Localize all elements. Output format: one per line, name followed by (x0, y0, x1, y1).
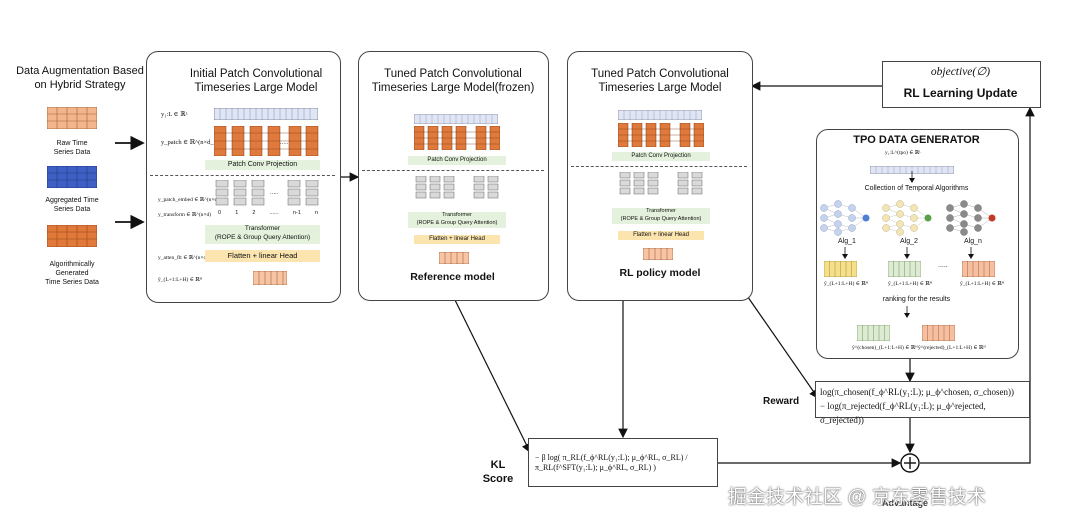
svg-text:.....: ..... (280, 140, 289, 146)
alg1-network-icon (820, 200, 870, 236)
reward-line1: log(π_chosen(f_ϕ^RL(y₁:L); μ_ϕ^chosen, σ… (820, 387, 1014, 397)
alg2-network-icon (882, 200, 932, 236)
alg2-output-strip (887, 260, 922, 278)
policy-patch-conv: Patch Conv Projection (612, 152, 710, 161)
alg1-output-strip (823, 260, 858, 278)
advantage-label: Advantage (882, 498, 929, 508)
policy-output-strip (642, 247, 674, 261)
input-series-strip (214, 108, 318, 120)
ranking-label: ranking for the results (882, 296, 951, 303)
objective-formula: objective(∅) (930, 66, 991, 78)
ref-input-strip (413, 111, 499, 125)
y-patch-label: y_patch ∈ ℝ^(n×d_p) (161, 139, 220, 146)
patch-blocks: ..... (213, 125, 320, 157)
algn-output-label: ŷ_(L+1:L+H) ∈ ℝᴴ (960, 281, 1005, 287)
kl-formula: − β log( π_RL(f_ϕ^RL(y₁:L); μ_ϕ^RL, σ_RL… (535, 452, 688, 472)
tpo-input-strip (869, 161, 955, 175)
ref-patch-conv: Patch Conv Projection (408, 156, 506, 165)
y-patch-embed-label: y_patch_embed ∈ ℝ^(n×d_m) (158, 197, 227, 203)
kl-formula-box: − β log( π_RL(f_ϕ^RL(y₁:L); μ_ϕ^RL, σ_RL… (528, 438, 718, 487)
watermark: 掘金技术社区 @ 京东零售技术 (728, 487, 986, 508)
algn-down-arrow (968, 247, 974, 259)
y-atten-label: y_atten_flt ∈ ℝ^(n×d_m) (158, 255, 216, 261)
output-forecast-strip (252, 270, 288, 286)
chosen-label: ŷ^(chosen)_(L+1:L+H) ∈ ℝᴴ (852, 345, 918, 351)
policy-transformer: Transformer(ROPE & Group Query Attention… (612, 208, 710, 224)
ref-output-strip (438, 251, 470, 265)
objective-box (882, 61, 1041, 108)
generated-data-grid (46, 224, 98, 248)
alg2-down-arrow (904, 247, 910, 259)
raw-data-grid (46, 106, 98, 130)
tpo-collection-label: Collection of Temporal Algorithms (864, 185, 969, 192)
chosen-output-strip (856, 324, 891, 342)
aug-title-line1: Data Augmentation Based (16, 65, 144, 77)
arrow-sum-to-objective (920, 106, 1035, 464)
ref-flatten: Flatten + linear Head (414, 235, 500, 244)
reward-line2: − log(π_rejected(f_ϕ^RL(y₁:L); μ_ϕ^rejec… (820, 401, 986, 425)
policy-divider (571, 166, 747, 167)
alg1-label: Alg_1 (838, 238, 856, 245)
policy-patch-blocks (617, 122, 705, 148)
policy-token-columns (618, 171, 708, 202)
y-transform-label: y_transform ∈ ℝ^(n×d) (158, 212, 212, 218)
algn-network-icon (946, 200, 996, 236)
rejected-label: ŷ^(rejected)_(L+1:L+H) ∈ ℝᴴ (918, 345, 986, 351)
flatten-head: Flatten + linear Head (205, 250, 320, 262)
y-hat-label: ŷ_(L+1:L+H) ∈ ℝᴴ (158, 277, 203, 283)
patch-conv-projection: Patch Conv Projection (205, 160, 320, 170)
alg1-down-arrow (842, 247, 848, 259)
alg-ellipsis: ..... (938, 262, 948, 269)
reward-formula-box: log(π_chosen(f_ϕ^RL(y₁:L); μ_ϕ^chosen, σ… (815, 381, 1030, 425)
tpo-down-arrow-1 (909, 171, 915, 183)
arrow-policy-to-reward (742, 289, 819, 399)
policy-flatten: Flatten + linear Head (618, 231, 704, 240)
data-augmentation-title: Data Augmentation Based on Hybrid Strate… (12, 64, 148, 92)
reward-label: Reward (763, 396, 800, 407)
section-divider (150, 175, 335, 176)
rejected-output-strip (921, 324, 956, 342)
ref-patch-blocks (413, 125, 501, 151)
svg-text:.....: ..... (270, 190, 279, 196)
alg2-label: Alg_2 (900, 238, 918, 245)
ref-token-columns (414, 175, 504, 206)
alg2-output-label: ŷ_(L+1:L+H) ∈ ℝᴴ (888, 281, 933, 287)
algn-output-strip (961, 260, 996, 278)
tpo-title: TPO DATA GENERATOR (853, 134, 980, 146)
token-columns: ..... (214, 179, 324, 220)
ranking-down-arrow (904, 306, 910, 318)
policy-input-strip (617, 107, 703, 121)
y-input-label: y₁:L ∈ ℝᴸ (161, 111, 188, 118)
algn-label: Alg_n (964, 238, 982, 245)
ref-transformer: Transformer(ROPE & Group Query Attention… (408, 212, 506, 228)
alg1-output-label: ŷ_(L+1:L+H) ∈ ℝᴴ (824, 281, 869, 287)
aggregated-data-grid (46, 165, 98, 189)
objective-label: RL Learning Update (903, 86, 1018, 100)
aug-title-line2: on Hybrid Strategy (34, 79, 126, 91)
tpo-input-label: y₁:L^(tpo) ∈ ℝᴸ (885, 150, 922, 156)
transformer-block: Transformer(ROPE & Group Query Attention… (205, 225, 320, 244)
policy-model-caption: RL policy model (619, 267, 701, 279)
arrow-reference-to-kl (454, 299, 531, 454)
reference-model-caption: Reference model (410, 271, 495, 283)
ref-divider (362, 170, 544, 171)
